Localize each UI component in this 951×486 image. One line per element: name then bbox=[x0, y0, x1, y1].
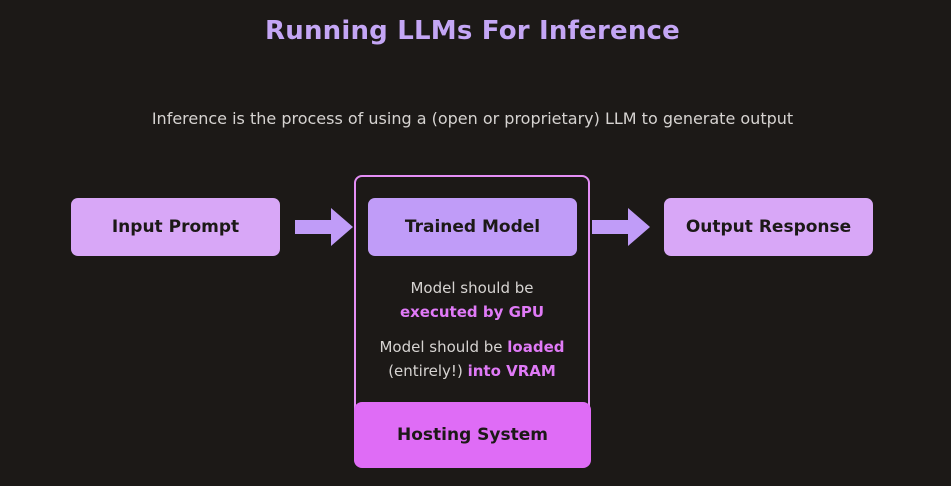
input-prompt-node: Input Prompt bbox=[71, 198, 280, 256]
vram-note-prefix: Model should be bbox=[379, 338, 508, 356]
diagram-title: Running LLMs For Inference bbox=[265, 16, 680, 46]
vram-note-into: into VRAM bbox=[467, 362, 556, 380]
diagram-subtitle: Inference is the process of using a (ope… bbox=[151, 109, 794, 128]
output-response-label: Output Response bbox=[685, 217, 852, 237]
vram-note-loaded: loaded bbox=[507, 338, 565, 356]
gpu-note: Model should be executed by GPU bbox=[356, 276, 588, 324]
vram-note-line1: Model should be loaded bbox=[356, 335, 588, 359]
arrow-right-icon bbox=[592, 208, 650, 246]
arrow-right-icon bbox=[295, 208, 353, 246]
gpu-note-highlight: executed by GPU bbox=[399, 303, 545, 321]
hosting-system-node: Hosting System bbox=[354, 402, 591, 468]
input-prompt-label: Input Prompt bbox=[111, 217, 240, 237]
hosting-system-label: Hosting System bbox=[397, 425, 548, 445]
trained-model-node: Trained Model bbox=[368, 198, 577, 256]
vram-note-entirely: (entirely!) bbox=[388, 362, 468, 380]
gpu-note-line1: Model should be bbox=[410, 279, 534, 297]
vram-note-line2: (entirely!) into VRAM bbox=[356, 359, 588, 383]
trained-model-label: Trained Model bbox=[404, 217, 541, 237]
vram-note: Model should be loaded (entirely!) into … bbox=[356, 335, 588, 383]
output-response-node: Output Response bbox=[664, 198, 873, 256]
